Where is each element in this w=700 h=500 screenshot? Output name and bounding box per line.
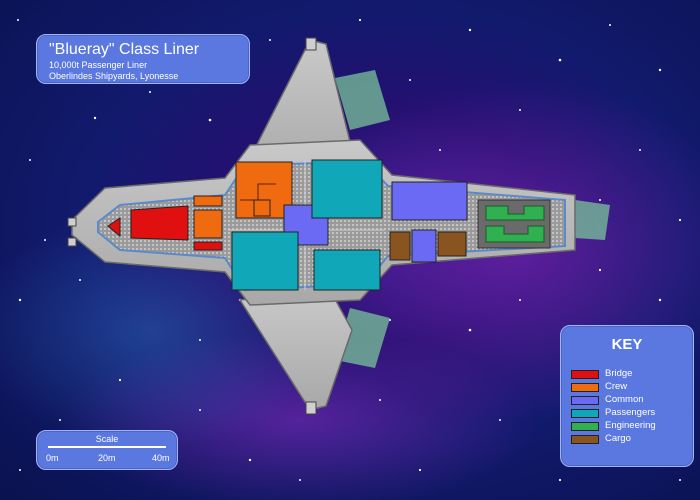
scale-tick-20: 20m — [98, 453, 116, 463]
scale-tick-40: 40m — [152, 453, 170, 463]
key-item-passengers: Passengers — [571, 407, 689, 418]
key-item-engineering: Engineering — [571, 420, 689, 431]
key-item-common: Common — [571, 394, 689, 405]
engineering-rooms — [477, 199, 551, 249]
key-label-passengers: Passengers — [605, 407, 656, 418]
bridge-rooms — [107, 205, 223, 251]
key-heading: KEY — [611, 336, 643, 353]
key-label-crew: Crew — [605, 381, 628, 392]
key-item-crew: Crew — [571, 381, 689, 392]
cargo-rooms — [389, 231, 467, 261]
key-item-cargo: Cargo — [571, 433, 689, 444]
ship-class-line: 10,000t Passenger Liner — [49, 60, 148, 70]
key-label-common: Common — [605, 394, 644, 405]
scale-panel: Scale 0m 20m 40m — [36, 430, 178, 470]
starfield — [17, 18, 682, 482]
common-swatch — [571, 396, 599, 405]
shipyard-line: Oberlindes Shipyards, Lyonesse — [49, 71, 179, 81]
hardpoints — [67, 37, 317, 415]
scale-label: Scale — [95, 434, 119, 444]
ship-name: "Blueray" Class Liner — [49, 41, 200, 58]
key-label-engineering: Engineering — [605, 420, 656, 431]
crew-swatch — [571, 383, 599, 392]
cargo-swatch — [571, 435, 599, 444]
scale-bar — [48, 446, 166, 448]
key-item-bridge: Bridge — [571, 368, 689, 379]
title-panel: "Blueray" Class Liner 10,000t Passenger … — [36, 34, 250, 84]
crew-rooms — [193, 161, 293, 239]
key-panel: KEY Bridge Crew Common Passengers Engine… — [560, 325, 694, 467]
scale-tick-0: 0m — [46, 453, 59, 463]
passengers-swatch — [571, 409, 599, 418]
bridge-swatch — [571, 370, 599, 379]
key-label-cargo: Cargo — [605, 433, 631, 444]
key-label-bridge: Bridge — [605, 368, 633, 379]
engineering-swatch — [571, 422, 599, 431]
passenger-rooms — [231, 159, 383, 291]
